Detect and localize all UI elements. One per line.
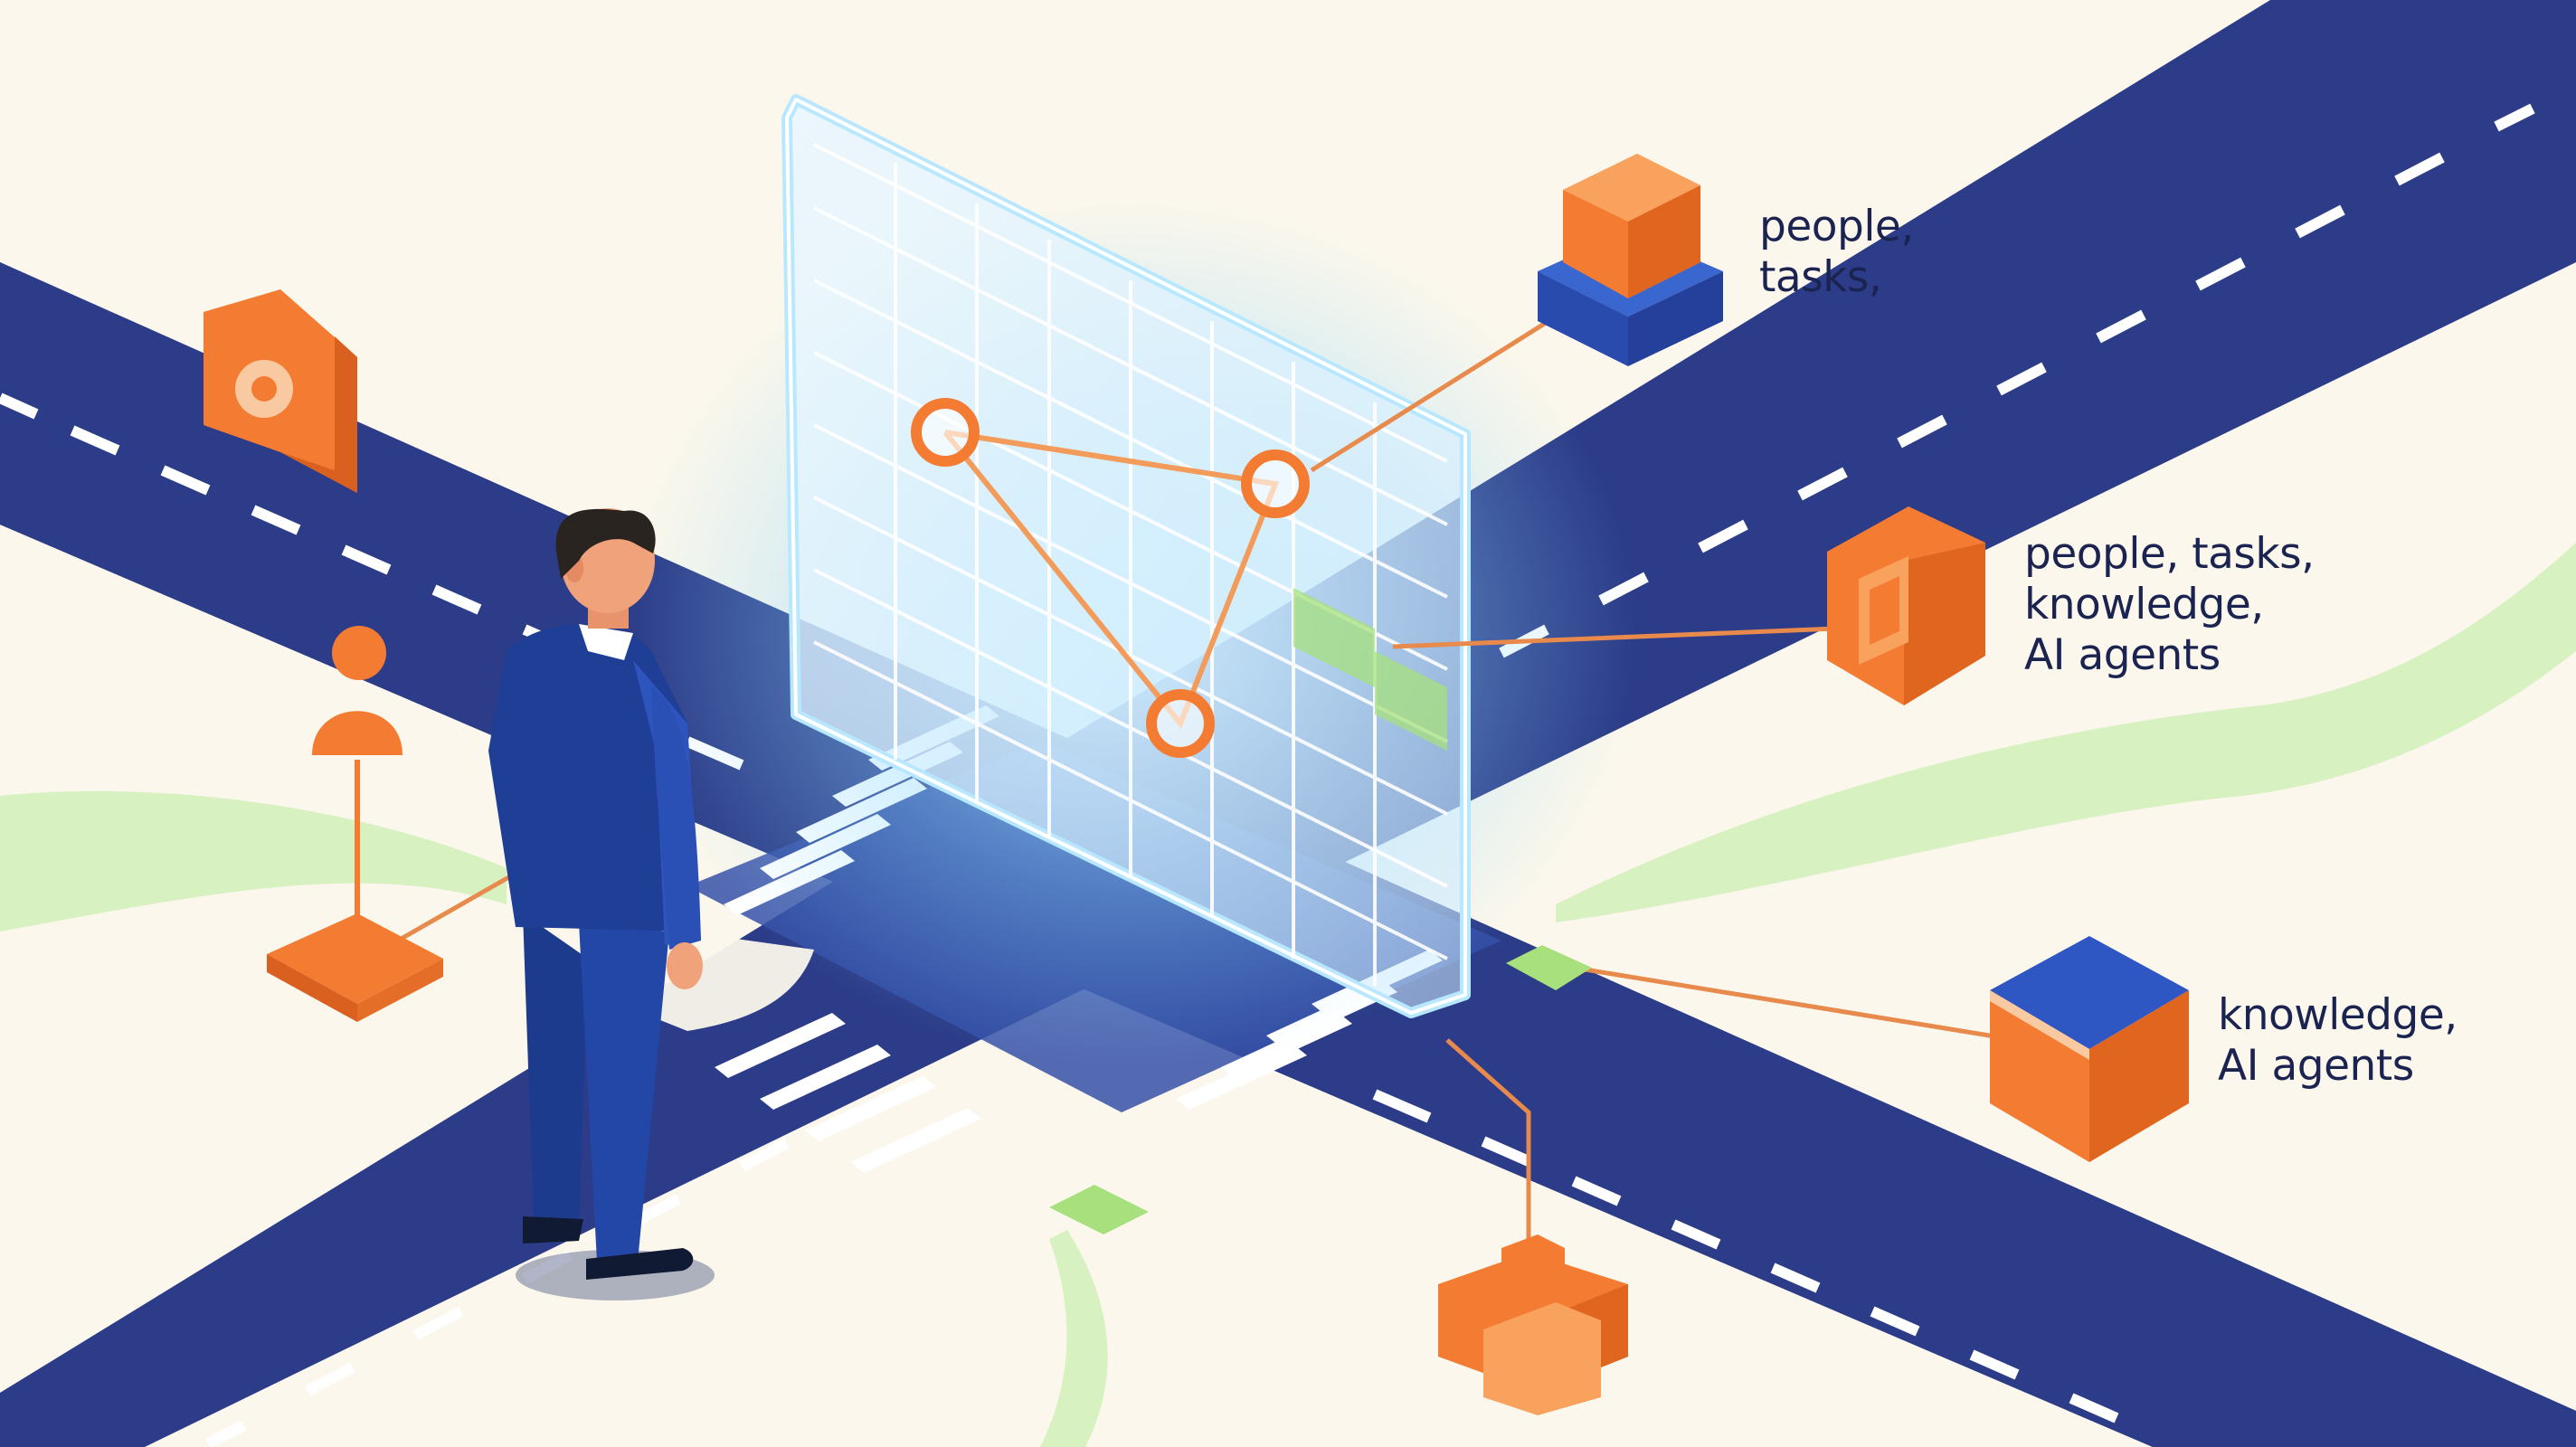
green-tile-icon [1049, 945, 1592, 1234]
cube-cluster-icon [1438, 1234, 1628, 1415]
green-streams [0, 543, 2576, 1447]
hexagon-frame-icon [1827, 506, 1985, 705]
graph-node-1 [911, 398, 980, 467]
person-node-icon [267, 626, 443, 1022]
crosswalk-bottom [715, 1013, 981, 1173]
lane-markings-b [205, 103, 2535, 1447]
label-knowledge-agents: knowledge, AI agents [2218, 990, 2458, 1091]
label-people-tasks-knowledge-agents: people, tasks, knowledge, AI agents [2024, 529, 2315, 680]
businessman-figure [488, 508, 715, 1300]
graph-node-2 [1241, 449, 1310, 518]
blue-top-cube-icon [1990, 936, 2189, 1162]
node-graph [911, 398, 1310, 758]
hologram-panel [781, 94, 1471, 1018]
stacked-cube-icon [1538, 154, 1723, 366]
graph-node-3 [1146, 689, 1215, 758]
label-people-tasks: people, tasks, [1759, 202, 1914, 302]
lane-markings-a [0, 392, 2119, 1423]
house-pin-icon [204, 289, 357, 493]
connector-lines [396, 314, 2018, 1257]
